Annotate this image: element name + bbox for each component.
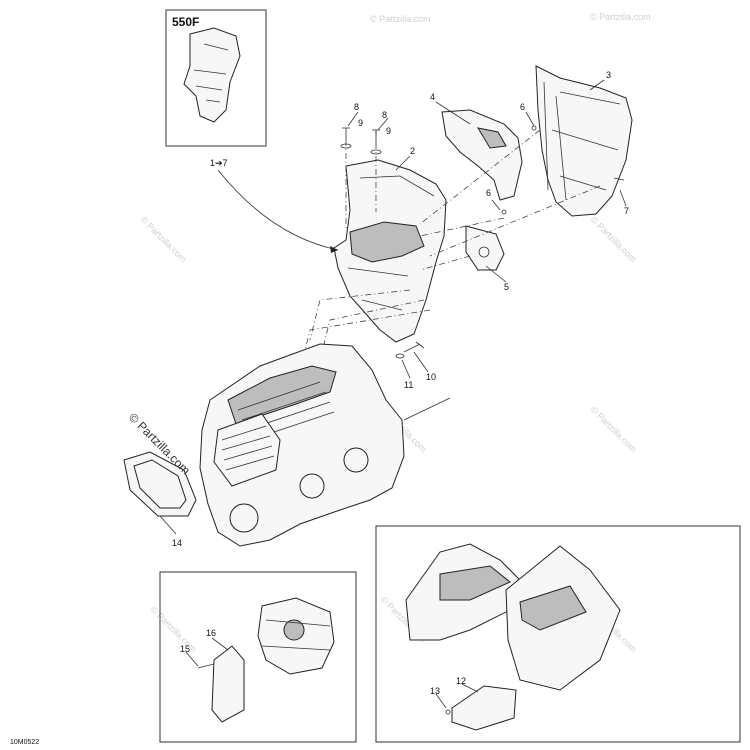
nut-6b [501, 209, 507, 215]
baffle-panel [441, 109, 523, 201]
inset-body-panels [375, 525, 741, 743]
engine-block [199, 343, 451, 547]
inset-550f: 550F [165, 9, 267, 147]
callout-15: 15 [180, 644, 190, 654]
inset-shroud-detail [193, 43, 229, 103]
part-5-cover-plate [465, 225, 505, 271]
callout-14: 14 [172, 538, 182, 548]
callout-16: 16 [206, 628, 216, 638]
side-panel-recess [519, 585, 587, 631]
engine-cable [403, 397, 451, 421]
outer-shroud-ribs [543, 81, 621, 201]
callout-8: 8 [382, 110, 387, 120]
airbox-screw [197, 663, 215, 669]
intake-port [299, 473, 325, 499]
callout-12: 12 [456, 676, 466, 686]
callout-11: 11 [404, 380, 413, 390]
inset-airbox-frame [159, 571, 357, 743]
fastener-13 [445, 709, 451, 715]
callout-3: 3 [606, 70, 611, 80]
washer-9a [340, 143, 352, 149]
callout-4: 4 [430, 92, 435, 102]
engine-cooling-grille [213, 413, 281, 487]
leader-lines [159, 79, 627, 709]
baffle-cutout [476, 127, 507, 149]
callout-13: 13 [430, 686, 440, 696]
washer-11 [395, 353, 405, 359]
callout-labels: 3 4 6 8 9 8 9 2 1➔7 6 7 5 10 11 14 16 15… [172, 70, 629, 696]
watermark-faint: © Partzilla.com [139, 214, 189, 264]
recoil-starter [229, 503, 259, 533]
callout-9: 9 [358, 118, 363, 128]
watermark-faint: © Partzilla.com [370, 14, 431, 24]
arrow-1-7-curve [217, 169, 339, 251]
watermark-faint: © Partzilla.com [589, 404, 639, 454]
inset-frame [165, 9, 267, 147]
watermark-faint: © Partzilla.com [149, 604, 199, 654]
inset-airbox [159, 571, 357, 743]
fan-housing-detail [347, 175, 435, 311]
part-3-outer-shroud [535, 65, 633, 217]
callout-7: 7 [624, 206, 629, 216]
hood-vent [439, 565, 511, 601]
screw-7 [613, 177, 625, 181]
cover-plate-hole [478, 246, 490, 258]
airbox-cover [211, 645, 245, 723]
airbox-inlet [283, 619, 305, 641]
callout-1-to-7: 1➔7 [210, 158, 228, 168]
outer-shroud [535, 65, 633, 217]
bolt-10 [403, 341, 425, 353]
grille-slats [221, 425, 275, 471]
engine-fins [237, 381, 335, 441]
exhaust-port [343, 447, 369, 473]
airbox-detail [261, 619, 331, 651]
washer-9b [370, 149, 382, 155]
part-14-filter-frame [123, 451, 197, 517]
callout-9: 9 [386, 126, 391, 136]
inset-panels-frame [375, 525, 741, 743]
callout-10: 10 [426, 372, 436, 382]
foam-pad [451, 685, 517, 731]
inset-title: 550F [172, 15, 199, 29]
callout-8: 8 [354, 102, 359, 112]
part-2-fan-housing [333, 159, 447, 343]
callout-2: 2 [410, 146, 415, 156]
bolt-8a [342, 127, 350, 140]
fasteners [340, 125, 625, 359]
callout-6: 6 [486, 188, 491, 198]
callout-5: 5 [504, 282, 509, 292]
bolt-8b [372, 129, 380, 146]
cover-plate [465, 225, 505, 271]
fan-housing-inlet [349, 221, 425, 263]
watermark-faint: © Partzilla.com [590, 12, 651, 22]
part-4-baffle-panel [441, 109, 523, 201]
inset-shroud [183, 27, 241, 123]
arrow-head [330, 246, 338, 253]
watermark-faint: © Partzilla.com [589, 214, 639, 264]
callout-6: 6 [520, 102, 525, 112]
filter-frame-inner [133, 459, 187, 509]
nut-6a [531, 125, 537, 131]
drawing-code: 10M0522 [10, 739, 39, 746]
